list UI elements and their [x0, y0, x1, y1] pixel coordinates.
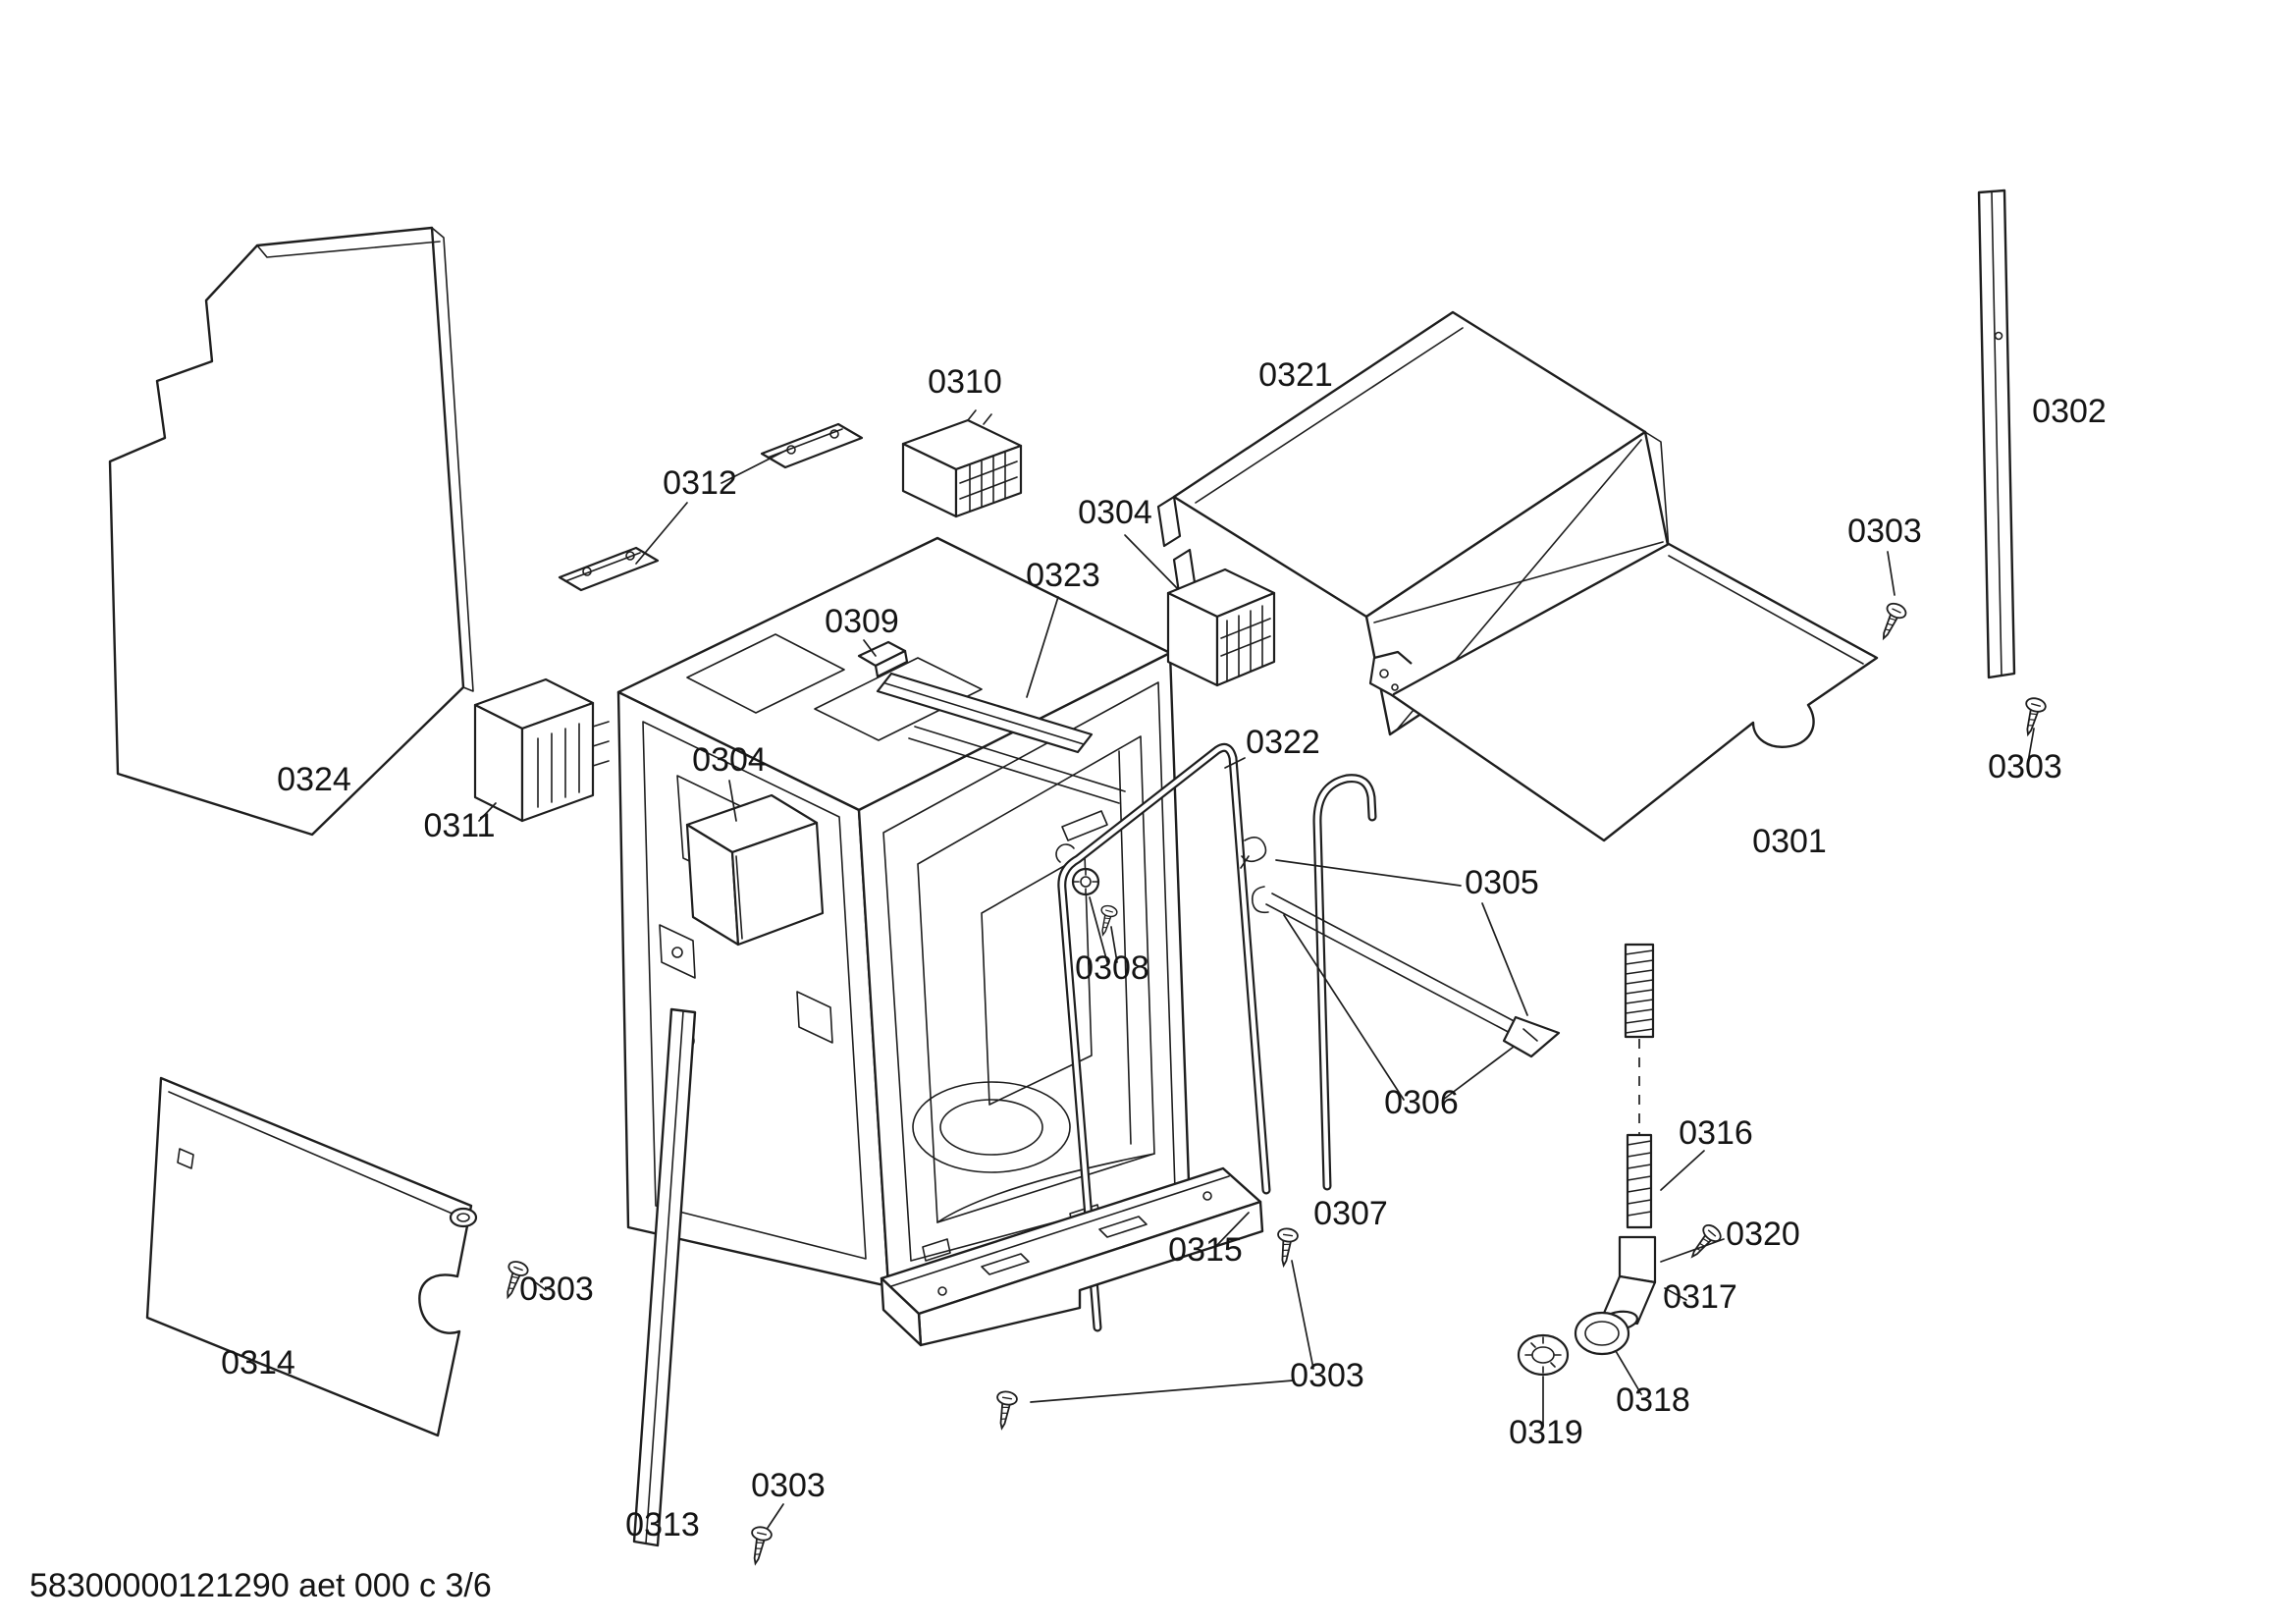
- screw-0303-base-right: [1272, 1226, 1300, 1268]
- hardware-0308: [1055, 843, 1119, 938]
- part-label-0304-left: 0304: [692, 741, 767, 779]
- base-tray-0315: [880, 1166, 1264, 1347]
- bracket-0312-lower: [558, 546, 660, 592]
- gasket-0307: [1312, 774, 1377, 1191]
- rod-0306: [1251, 886, 1561, 1058]
- panel-0301-side-sheet: [1368, 542, 1879, 842]
- part-label-0307: 0307: [1313, 1195, 1388, 1232]
- bracket-0304-left: [685, 793, 825, 947]
- part-label-0323: 0323: [1026, 557, 1100, 594]
- part-label-0309: 0309: [825, 603, 899, 640]
- part-label-0303-right: 0303: [1988, 748, 2062, 785]
- part-label-0317: 0317: [1663, 1278, 1737, 1316]
- bracket-0312-upper: [760, 422, 864, 469]
- part-label-0303-left: 0303: [519, 1271, 594, 1308]
- clip-0309: [857, 640, 909, 678]
- strip-0302-trim: [1977, 189, 2016, 679]
- panel-0324-side-sheet: [108, 226, 474, 837]
- part-label-0313: 0313: [625, 1506, 700, 1543]
- screw-0303-bottom-center: [744, 1524, 774, 1567]
- threaded-stud-0316: [1624, 943, 1655, 1229]
- clip-0305: [1240, 837, 1267, 869]
- ring-0318: [1574, 1311, 1630, 1356]
- part-label-0306: 0306: [1384, 1084, 1459, 1121]
- part-label-0308: 0308: [1075, 949, 1149, 987]
- connector-0311: [473, 677, 610, 823]
- part-label-0305: 0305: [1465, 864, 1539, 901]
- part-label-0316: 0316: [1679, 1114, 1753, 1152]
- strip-0313-trim: [632, 1007, 697, 1547]
- part-label-0303-base: 0303: [1290, 1357, 1364, 1394]
- part-label-0301: 0301: [1752, 823, 1827, 860]
- part-label-0303-top-right: 0303: [1847, 513, 1922, 550]
- part-label-0318: 0318: [1616, 1381, 1690, 1419]
- leader-lines: [478, 449, 2035, 1529]
- screw-0303-top-right: [1873, 599, 1909, 644]
- part-label-0315: 0315: [1168, 1231, 1243, 1269]
- part-label-0314: 0314: [221, 1344, 295, 1381]
- part-label-0324: 0324: [277, 761, 351, 798]
- part-label-0321: 0321: [1258, 356, 1333, 394]
- part-label-0302: 0302: [2032, 393, 2107, 430]
- part-label-0322: 0322: [1246, 724, 1320, 761]
- part-label-0311: 0311: [423, 807, 495, 844]
- rail-0323: [876, 672, 1094, 754]
- screw-0303-base-left: [990, 1388, 1019, 1432]
- connector-0304-top: [1166, 568, 1276, 687]
- grommet-0319: [1517, 1333, 1570, 1377]
- screw-0320: [1683, 1220, 1725, 1265]
- part-label-0303-bottom: 0303: [751, 1467, 826, 1504]
- connector-0310: [901, 409, 1023, 518]
- part-label-0304-top: 0304: [1078, 494, 1152, 531]
- part-label-0310: 0310: [928, 363, 1002, 401]
- gasket-0322: [1057, 742, 1271, 1332]
- part-label-0312: 0312: [663, 464, 737, 502]
- part-label-0319: 0319: [1509, 1414, 1583, 1451]
- document-code: 58300000121290 aet 000 c 3/6: [29, 1567, 492, 1604]
- part-label-0320: 0320: [1726, 1216, 1800, 1253]
- panel-0314-door: [145, 1076, 478, 1437]
